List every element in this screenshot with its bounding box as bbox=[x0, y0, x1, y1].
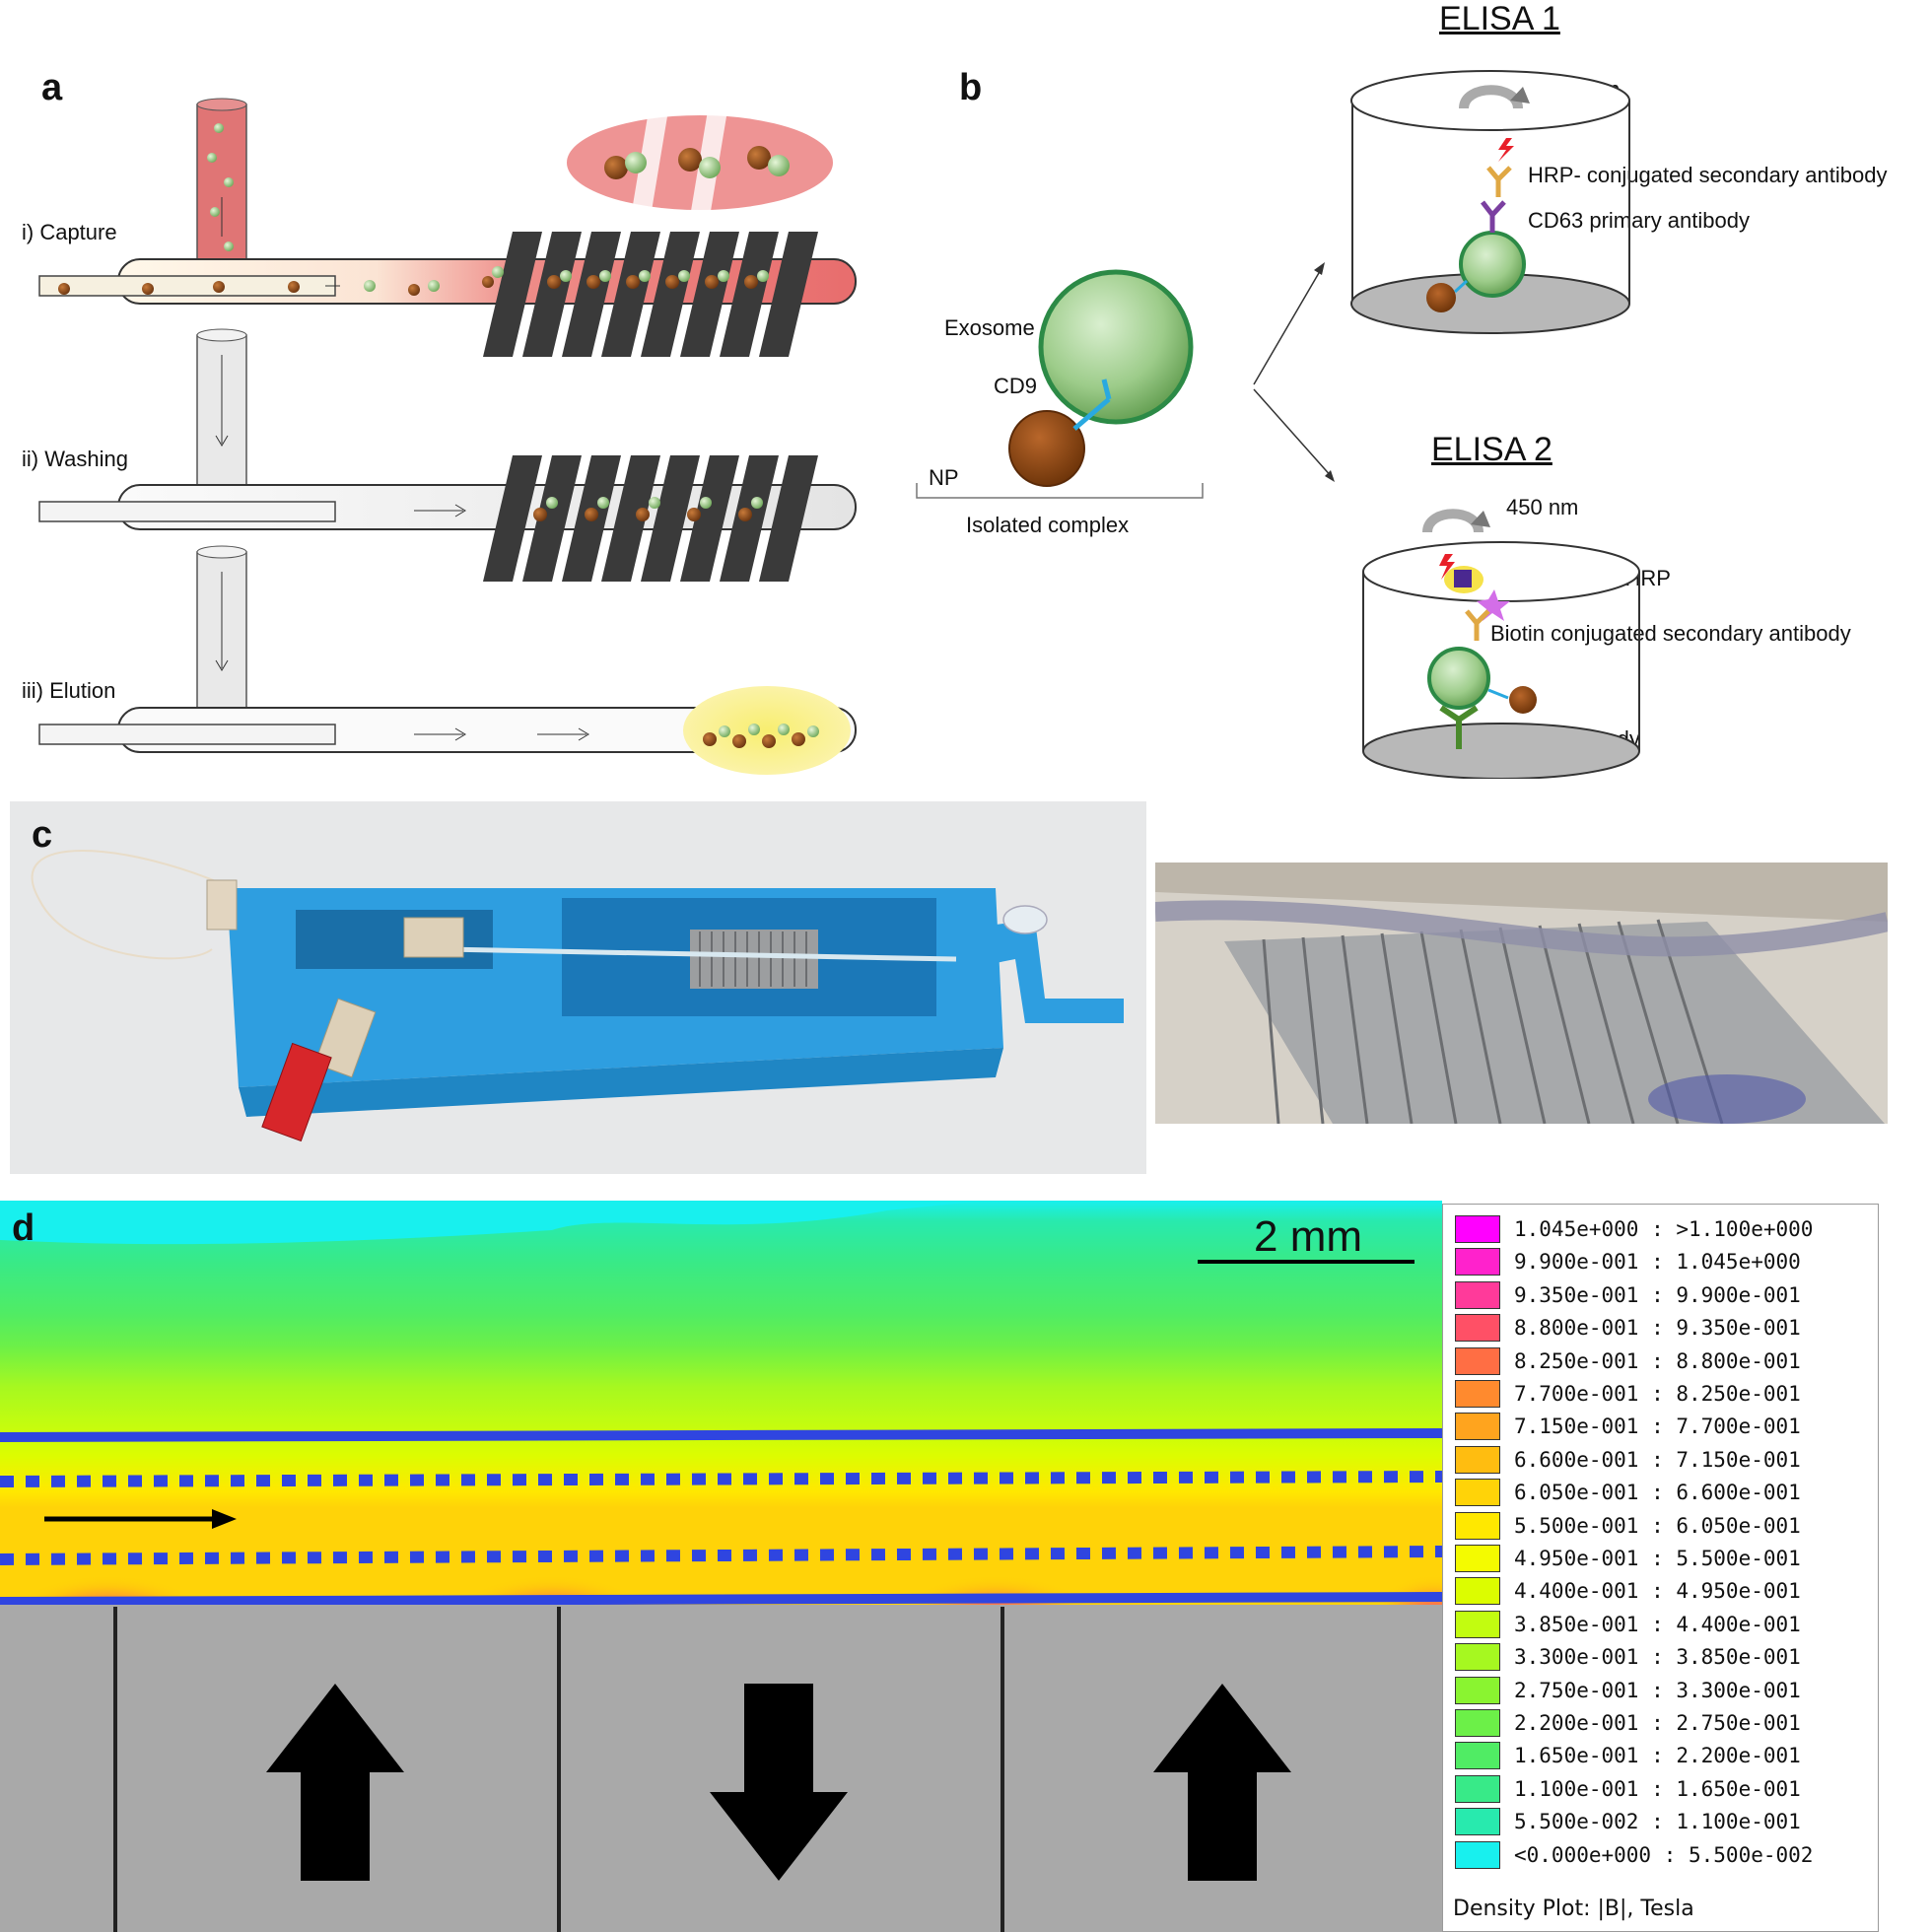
legend-entry: 8.800e-001 : 9.350e-001 bbox=[1455, 1313, 1801, 1343]
magnet-closeup-photo bbox=[1155, 862, 1888, 1124]
legend-footer: Density Plot: |B|, Tesla bbox=[1453, 1897, 1694, 1921]
field-density-plot bbox=[0, 1201, 1442, 1932]
legend-swatch bbox=[1455, 1314, 1500, 1343]
legend-range-label: 2.750e-001 : 3.300e-001 bbox=[1514, 1678, 1801, 1702]
capture-inset bbox=[567, 89, 838, 217]
legend-entry: 5.500e-001 : 6.050e-001 bbox=[1455, 1511, 1801, 1541]
legend-range-label: 9.350e-001 : 9.900e-001 bbox=[1514, 1282, 1801, 1307]
elisa2-wavelength: 450 nm bbox=[1506, 495, 1579, 519]
legend-range-label: <0.000e+000 : 5.500e-002 bbox=[1514, 1842, 1814, 1867]
legend-entry: 1.045e+000 : >1.100e+000 bbox=[1455, 1214, 1813, 1244]
legend-entry: 2.200e-001 : 2.750e-001 bbox=[1455, 1708, 1801, 1738]
panel-c-letter: c bbox=[32, 814, 53, 856]
density-legend: 1.045e+000 : >1.100e+000 9.900e-001 : 1.0… bbox=[1442, 1204, 1879, 1932]
legend-entry: 2.750e-001 : 3.300e-001 bbox=[1455, 1676, 1801, 1705]
legend-entry: 1.100e-001 : 1.650e-001 bbox=[1455, 1774, 1801, 1804]
legend-range-label: 1.100e-001 : 1.650e-001 bbox=[1514, 1776, 1801, 1801]
legend-swatch bbox=[1455, 1840, 1500, 1869]
panel-d-letter: d bbox=[12, 1208, 35, 1249]
legend-range-label: 3.300e-001 : 3.850e-001 bbox=[1514, 1645, 1801, 1670]
elisa1-hrp-label: HRP- conjugated secondary antibody bbox=[1528, 163, 1888, 187]
legend-swatch bbox=[1455, 1248, 1500, 1276]
legend-entry: <0.000e+000 : 5.500e-002 bbox=[1455, 1840, 1813, 1870]
elisa2-well bbox=[1362, 509, 1640, 779]
step-capture-label: i) Capture bbox=[22, 220, 117, 244]
step-washing-label: ii) Washing bbox=[22, 447, 128, 471]
panel-a-letter: a bbox=[41, 67, 63, 108]
legend-swatch bbox=[1455, 1742, 1500, 1770]
legend-range-label: 3.850e-001 : 4.400e-001 bbox=[1514, 1612, 1801, 1636]
elisa1-cd63-label: CD63 primary antibody bbox=[1528, 208, 1750, 233]
isolated-complex bbox=[916, 269, 1204, 499]
legend-range-label: 1.045e+000 : >1.100e+000 bbox=[1514, 1217, 1814, 1241]
legend-swatch bbox=[1455, 1774, 1500, 1803]
legend-entry: 7.700e-001 : 8.250e-001 bbox=[1455, 1379, 1801, 1409]
magnet-array-capture bbox=[483, 232, 818, 357]
legend-swatch bbox=[1455, 1610, 1500, 1638]
legend-range-label: 7.150e-001 : 7.700e-001 bbox=[1514, 1414, 1801, 1439]
legend-entry: 3.850e-001 : 4.400e-001 bbox=[1455, 1610, 1801, 1639]
elisa2-biotin-label: Biotin conjugated secondary antibody bbox=[1490, 621, 1851, 646]
panel-b-schematic bbox=[916, 70, 1640, 779]
legend-swatch bbox=[1455, 1346, 1500, 1375]
legend-entry: 9.900e-001 : 1.045e+000 bbox=[1455, 1247, 1801, 1276]
legend-swatch bbox=[1455, 1479, 1500, 1507]
legend-range-label: 8.250e-001 : 8.800e-001 bbox=[1514, 1348, 1801, 1373]
exosome-label: Exosome bbox=[944, 315, 1035, 340]
legend-swatch bbox=[1455, 1445, 1500, 1474]
legend-entry: 4.400e-001 : 4.950e-001 bbox=[1455, 1576, 1801, 1606]
legend-range-label: 5.500e-002 : 1.100e-001 bbox=[1514, 1810, 1801, 1834]
legend-swatch bbox=[1455, 1643, 1500, 1672]
legend-range-label: 6.050e-001 : 6.600e-001 bbox=[1514, 1481, 1801, 1505]
device-photo bbox=[10, 801, 1146, 1174]
legend-entry: 6.600e-001 : 7.150e-001 bbox=[1455, 1445, 1801, 1475]
np-label: NP bbox=[929, 465, 959, 490]
legend-range-label: 5.500e-001 : 6.050e-001 bbox=[1514, 1513, 1801, 1538]
legend-swatch bbox=[1455, 1280, 1500, 1309]
legend-range-label: 7.700e-001 : 8.250e-001 bbox=[1514, 1382, 1801, 1406]
cd9-label: CD9 bbox=[994, 374, 1038, 398]
legend-range-label: 6.600e-001 : 7.150e-001 bbox=[1514, 1447, 1801, 1472]
legend-entry: 7.150e-001 : 7.700e-001 bbox=[1455, 1412, 1801, 1441]
legend-swatch bbox=[1455, 1577, 1500, 1606]
legend-entry: 8.250e-001 : 8.800e-001 bbox=[1455, 1346, 1801, 1376]
step-elution-label: iii) Elution bbox=[22, 678, 116, 703]
legend-range-label: 9.900e-001 : 1.045e+000 bbox=[1514, 1250, 1801, 1275]
legend-entry: 3.300e-001 : 3.850e-001 bbox=[1455, 1642, 1801, 1672]
legend-swatch bbox=[1455, 1709, 1500, 1737]
panel-b-letter: b bbox=[959, 67, 983, 108]
legend-swatch bbox=[1455, 1215, 1500, 1243]
legend-range-label: 2.200e-001 : 2.750e-001 bbox=[1514, 1711, 1801, 1735]
legend-entry: 1.650e-001 : 2.200e-001 bbox=[1455, 1741, 1801, 1770]
legend-entry: 4.950e-001 : 5.500e-001 bbox=[1455, 1544, 1801, 1573]
eluted-product-glow bbox=[683, 686, 851, 775]
elution-row bbox=[38, 545, 857, 775]
magnet-polarity-arrows bbox=[266, 1684, 1291, 1881]
legend-swatch bbox=[1455, 1676, 1500, 1704]
legend-entry: 9.350e-001 : 9.900e-001 bbox=[1455, 1280, 1801, 1310]
legend-range-label: 4.950e-001 : 5.500e-001 bbox=[1514, 1547, 1801, 1570]
capture-row bbox=[38, 98, 857, 357]
panel-a-schematic bbox=[38, 89, 857, 775]
isolated-complex-label: Isolated complex bbox=[966, 513, 1130, 537]
elisa1-well bbox=[1350, 70, 1630, 334]
legend-swatch bbox=[1455, 1380, 1500, 1408]
legend-swatch bbox=[1455, 1545, 1500, 1572]
legend-swatch bbox=[1455, 1511, 1500, 1540]
legend-entry: 6.050e-001 : 6.600e-001 bbox=[1455, 1478, 1801, 1507]
legend-swatch bbox=[1455, 1413, 1500, 1441]
legend-range-label: 1.650e-001 : 2.200e-001 bbox=[1514, 1744, 1801, 1768]
elisa1-title: ELISA 1 bbox=[1439, 0, 1560, 37]
elisa2-title: ELISA 2 bbox=[1431, 431, 1552, 468]
legend-swatch bbox=[1455, 1808, 1500, 1836]
legend-entry: 5.500e-002 : 1.100e-001 bbox=[1455, 1807, 1801, 1836]
washing-row bbox=[38, 328, 857, 582]
scale-bar-label: 2 mm bbox=[1254, 1212, 1362, 1261]
legend-range-label: 4.400e-001 : 4.950e-001 bbox=[1514, 1579, 1801, 1604]
legend-range-label: 8.800e-001 : 9.350e-001 bbox=[1514, 1316, 1801, 1341]
